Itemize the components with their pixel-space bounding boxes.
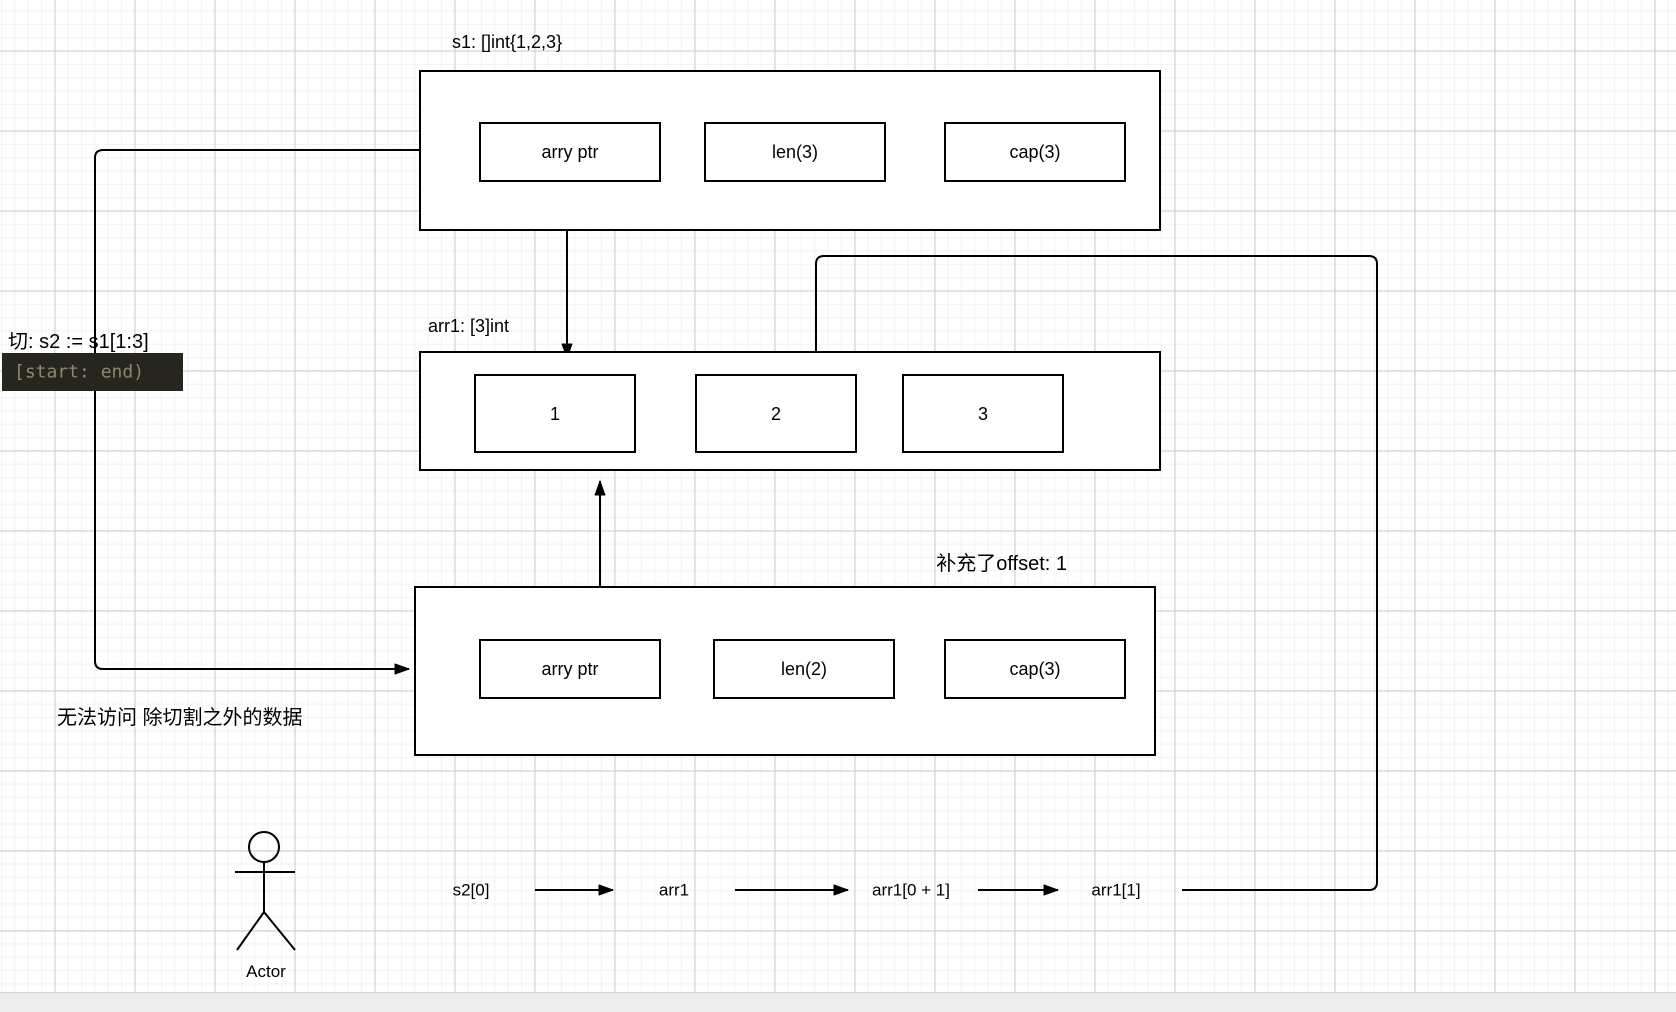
s1-cell-len [704,122,886,182]
s2-cell-len [713,639,895,699]
arr1-cell-1 [474,374,636,453]
s1-label: s1: []int{1,2,3} [452,32,562,52]
arr1-cell-2 [695,374,857,453]
arr1-cell-3-label: 3 [978,404,988,424]
s1-cell-arryptr-label: arry ptr [541,142,598,162]
arr1-label: arr1: [3]int [428,316,509,336]
s2-cell-arryptr-label: arry ptr [541,659,598,679]
actor-leg-left [236,911,265,951]
s2-cell-cap-label: cap(3) [1009,659,1060,679]
range-code-box [2,353,183,391]
arr1-cell-3 [902,374,1064,453]
arr1-cell-2-label: 2 [771,404,781,424]
s2-cell-len-label: len(2) [781,659,827,679]
s1-cell-len-label: len(3) [772,142,818,162]
range-code-text: [start: end) [14,362,144,383]
s1-cell-cap-label: cap(3) [1009,142,1060,162]
s1-cell-cap [944,122,1126,182]
flow-item-s2-0: s2[0] [453,881,490,900]
s2-offset-note: 补充了offset: 1 [936,552,1067,575]
s2-cell-cap [944,639,1126,699]
flow-item-arr1-1: arr1[1] [1091,881,1140,900]
flow-item-arr1-0-plus-1: arr1[0 + 1] [872,881,950,900]
horizontal-scrollbar-track[interactable] [0,992,1676,1012]
edge-arr1-1-to-element-2 [810,255,1378,891]
actor-figure: Actor [235,831,296,981]
actor-leg-right [263,911,296,951]
s2-cell-arryptr [479,639,661,699]
slice-op-annotation: 切: s2 := s1[1:3] [8,331,149,353]
flow-item-arr1: arr1 [659,881,689,900]
no-access-annotation: 无法访问 除切割之外的数据 [57,706,303,729]
edge-s1-to-s2 [94,149,420,675]
arr1-cell-1-label: 1 [550,404,560,424]
actor-label: Actor [246,962,286,981]
actor-head [248,831,280,863]
s1-cell-arryptr [479,122,661,182]
